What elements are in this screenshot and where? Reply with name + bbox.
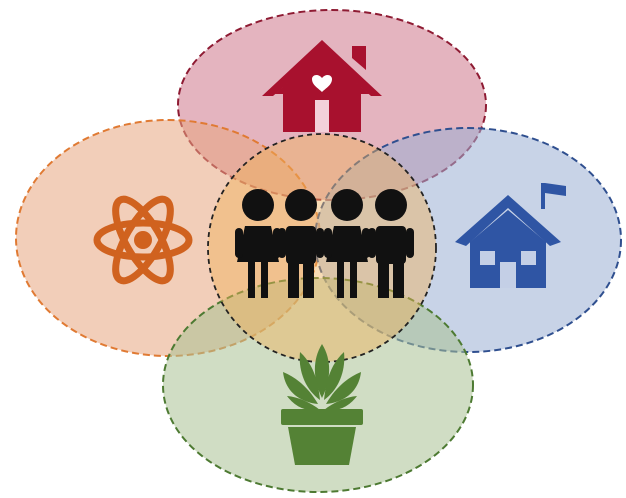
school-house-flag-icon	[455, 183, 566, 288]
potted-plant-icon	[281, 344, 363, 465]
child-figure	[368, 189, 414, 298]
child-figure	[278, 189, 324, 298]
atom-icon	[93, 195, 193, 285]
children-group-icon	[235, 189, 414, 298]
house-with-heart-icon	[262, 40, 382, 132]
